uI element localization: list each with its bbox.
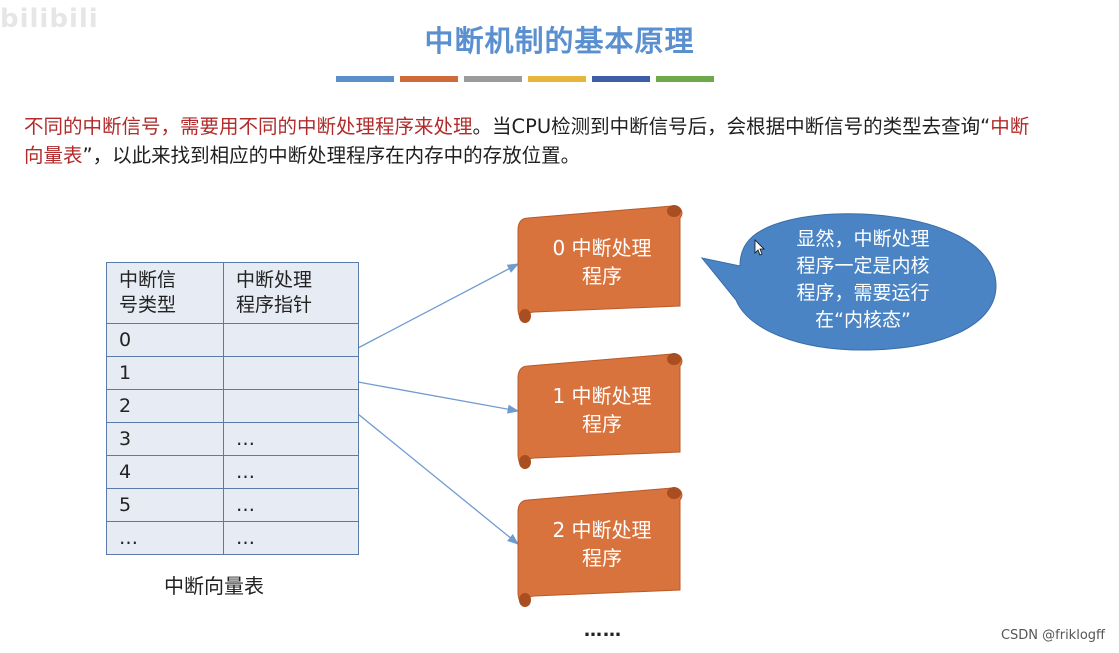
cell-type: 3	[106, 422, 224, 456]
arrow-row2-to-handler2	[357, 413, 520, 545]
bilibili-watermark: bilibili	[0, 4, 99, 34]
credit-watermark: CSDN @friklogff	[1000, 628, 1105, 643]
underline-bar	[400, 76, 458, 82]
slide-title: 中断机制的基本原理	[424, 24, 695, 58]
cell-type: 1	[106, 356, 224, 390]
intro-paragraph: 不同的中断信号，需要用不同的中断处理程序来处理。当CPU检测到中断信号后，会根据…	[24, 112, 1034, 170]
header-interrupt-type: 中断信号类型	[106, 262, 224, 324]
cell-pointer	[223, 389, 359, 423]
cell-pointer: …	[223, 521, 359, 555]
handler-scroll-1	[517, 353, 683, 470]
underline-bar	[528, 76, 586, 82]
handler-1-label: 1 中断处理程序	[552, 384, 652, 436]
handler-scroll-2	[517, 487, 683, 608]
arrow-row1-to-handler1	[357, 381, 520, 414]
cell-type: 4	[106, 455, 224, 489]
title-underline-bars	[336, 76, 714, 82]
cell-pointer: …	[223, 455, 359, 489]
handler-scroll-0	[517, 205, 683, 324]
arrow-row0-to-handler0	[357, 263, 520, 349]
underline-bar	[592, 76, 650, 82]
table-row: 1	[106, 356, 359, 390]
cell-pointer	[223, 323, 359, 357]
table-row: 5…	[106, 488, 359, 522]
table-row: 3…	[106, 422, 359, 456]
underline-bar	[656, 76, 714, 82]
table-row: 0	[106, 323, 359, 357]
table-row: 4…	[106, 455, 359, 489]
cell-type: 5	[106, 488, 224, 522]
underline-bar	[464, 76, 522, 82]
cell-type: …	[106, 521, 224, 555]
cell-pointer: …	[223, 422, 359, 456]
more-ellipsis: ……	[584, 620, 622, 641]
cell-pointer	[223, 356, 359, 390]
intro-highlight: 不同的中断信号，需要用不同的中断处理程序来处理	[24, 115, 473, 138]
handler-2-label: 2 中断处理程序	[552, 518, 652, 570]
mouse-cursor-icon	[754, 239, 765, 256]
callout-text: 显然，中断处理程序一定是内核程序，需要运行在“内核态”	[796, 228, 930, 331]
cell-pointer: …	[223, 488, 359, 522]
callout-bubble	[700, 213, 997, 351]
table-header-row: 中断信号类型 中断处理程序指针	[106, 262, 359, 324]
header-handler-pointer: 中断处理程序指针	[223, 262, 359, 324]
table-row: ……	[106, 521, 359, 555]
intro-text: 。当CPU检测到中断信号后，会根据中断信号的类型去查询“	[472, 115, 991, 138]
table-row: 2	[106, 389, 359, 423]
intro-highlight-term: 中断向量表	[24, 115, 1030, 167]
handler-0-label: 0 中断处理程序	[552, 236, 652, 288]
cell-type: 2	[106, 389, 224, 423]
cell-type: 0	[106, 323, 224, 357]
table-caption: 中断向量表	[164, 574, 264, 598]
underline-bar	[336, 76, 394, 82]
interrupt-vector-table: 中断信号类型 中断处理程序指针 0 1 2 3… 4… 5… ……	[106, 262, 359, 555]
intro-text-end: ”，以此来找到相应的中断处理程序在内存中的存放位置。	[82, 144, 581, 167]
